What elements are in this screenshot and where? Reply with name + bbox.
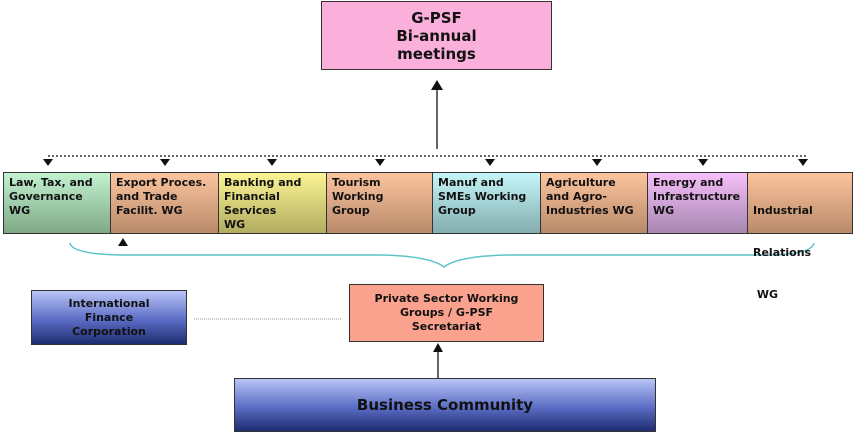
arrow-head-down-icon (485, 159, 495, 166)
wg-energy-infrastructure: Energy and Infrastructure WG (647, 172, 747, 234)
wg-label-line: Manuf and (438, 176, 504, 189)
arrow-head-down-icon (798, 159, 808, 166)
gpsf-title-line: meetings (397, 44, 476, 63)
wg-label-line: WG (9, 204, 31, 217)
wg-label-line: Infrastructure (653, 190, 741, 203)
wg-label-line: SMEs Working (438, 190, 527, 203)
wg-label-line: Industries WG (546, 204, 634, 217)
arrow-head-down-icon (698, 159, 708, 166)
grouping-brace (69, 242, 815, 268)
gpsf-title-line: Bi-annual (396, 26, 477, 45)
wg-label-line: and Trade (116, 190, 178, 203)
wg-label-line: Banking and (224, 176, 302, 189)
arrow-head-up-icon (433, 343, 443, 352)
wg-label-line: Governance (9, 190, 83, 203)
secretariat-box: Private Sector Working Groups / G-PSF Se… (349, 284, 544, 342)
wg-label-line: Export Proces. (116, 176, 207, 189)
arrow-head-down-icon (592, 159, 602, 166)
wg-label-line: Working (332, 190, 384, 203)
secretariat-label-line: Groups / G-PSF (399, 306, 494, 319)
ifc-label-line: Corporation (72, 324, 146, 338)
ifc-label-line: Finance (84, 310, 134, 324)
gpsf-meetings-box: G-PSF Bi-annual meetings (321, 1, 552, 70)
wg-label-line: Law, Tax, and (9, 176, 93, 189)
wg-tourism: Tourism Working Group (326, 172, 432, 234)
wg-label-line: WG (753, 288, 778, 301)
arrow-head-down-icon (160, 159, 170, 166)
wg-label-line: Tourism (332, 176, 381, 189)
wg-label-line: Financial (224, 190, 280, 203)
wg-label-line: and Agro- (546, 190, 607, 203)
secretariat-label-line: Secretariat (411, 320, 482, 333)
ifc-label-line: International (68, 296, 150, 310)
gpsf-title-line: G-PSF (411, 8, 462, 27)
wg-label-line: Facilit. WG (116, 204, 183, 217)
wg-label-line: WG (653, 204, 675, 217)
business-community-box: Business Community (234, 378, 656, 432)
wg-law-tax-governance: Law, Tax, and Governance WG (3, 172, 110, 234)
arrow-head-down-icon (375, 159, 385, 166)
wg-banking-financial: Banking and Financial Services WG (218, 172, 326, 234)
wg-label-line: Industrial (753, 204, 813, 217)
wg-export-trade: Export Proces. and Trade Facilit. WG (110, 172, 218, 234)
working-groups-row: Law, Tax, and Governance WG Export Proce… (3, 172, 853, 301)
ifc-box: International Finance Corporation (31, 290, 187, 345)
wg-manuf-smes: Manuf and SMEs Working Group (432, 172, 540, 234)
wg-label-line: Group (332, 204, 370, 217)
wg-label-line: WG (224, 218, 246, 231)
business-community-label: Business Community (356, 396, 534, 414)
wg-label-line: Agriculture (546, 176, 616, 189)
wg-agriculture: Agriculture and Agro- Industries WG (540, 172, 647, 234)
secretariat-label-line: Private Sector Working (374, 292, 519, 305)
wg-label-line: Energy and (653, 176, 724, 189)
arrow-head-down-icon (43, 159, 53, 166)
wg-industrial-relations: Industrial Relations WG (747, 172, 853, 301)
arrow-head-up-icon (118, 238, 128, 246)
wg-label-line: Group (438, 204, 476, 217)
wg-label-line: Relations (753, 246, 812, 259)
arrow-head-up-icon (431, 80, 443, 90)
arrow-head-down-icon (267, 159, 277, 166)
wg-label-line: Services (224, 204, 277, 217)
